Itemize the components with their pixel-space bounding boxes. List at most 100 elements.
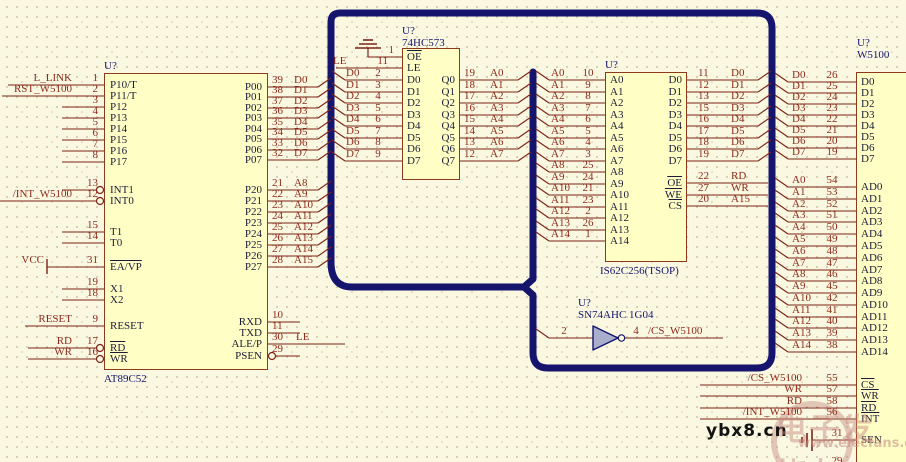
active-low-bubble <box>95 354 105 364</box>
net-label: A8 <box>792 268 806 280</box>
pin-name: AD3 <box>861 216 883 228</box>
pin-number: 34 <box>272 126 283 138</box>
pin-number: 5 <box>375 102 381 114</box>
pin-number: 30 <box>272 331 283 343</box>
pin-number: 23 <box>826 102 838 114</box>
pin-number: 27 <box>272 243 283 255</box>
net-label: RESET <box>38 313 72 325</box>
pin-number: 18 <box>464 79 475 91</box>
pin-name: D7 <box>861 153 875 165</box>
active-low-bubble <box>267 351 277 361</box>
net-label: A4 <box>490 113 504 125</box>
net-label: /CS_W5100 <box>648 325 703 337</box>
pin-name: P10/T <box>110 79 137 91</box>
pin-number: 57 <box>826 383 838 395</box>
pin-number: 4 <box>375 90 381 102</box>
watermark-url: www.elecfans.com <box>798 436 906 451</box>
pin-number: 6 <box>375 113 381 125</box>
net-label: A10 <box>792 292 811 304</box>
net-label: D4 <box>346 113 360 125</box>
net-label: A6 <box>792 245 806 257</box>
pin-number: 7 <box>375 125 381 137</box>
pin-number: 23 <box>272 199 283 211</box>
bus-entry <box>317 246 332 257</box>
net-label: D1 <box>294 84 308 96</box>
pin-number: 13 <box>698 90 709 102</box>
net-label: A5 <box>792 233 806 245</box>
pin-name: A1 <box>610 86 624 98</box>
net-label: A7 <box>551 148 565 160</box>
net-label: D3 <box>294 105 308 117</box>
pin-name: AD13 <box>861 334 888 346</box>
pin-number: 3 <box>375 79 381 91</box>
pin-name: P13 <box>110 112 128 124</box>
pin-number: 5 <box>585 125 591 137</box>
pin-name: D5 <box>407 132 421 144</box>
net-label: RD <box>731 170 747 182</box>
bus-entry <box>317 140 332 151</box>
bus-entry <box>774 295 789 306</box>
pin-number: 26 <box>826 69 838 81</box>
net-label: A13 <box>792 327 811 339</box>
pin-name: AD4 <box>861 228 883 240</box>
pin-number: 7 <box>585 102 591 114</box>
net-label: D1 <box>731 79 745 91</box>
pin-number: 2 <box>561 325 567 337</box>
pin-name: P21 <box>244 195 262 207</box>
pin-name: RD <box>861 402 877 414</box>
watermark-logo-ring <box>771 401 853 462</box>
pin-number: 4 <box>92 105 99 117</box>
net-label: WR <box>784 383 802 395</box>
net-label: A1 <box>490 79 504 91</box>
bus-entry <box>331 105 346 116</box>
pin-name: AD5 <box>861 240 883 252</box>
pin-number: 11 <box>272 320 283 332</box>
net-label: D5 <box>294 126 308 138</box>
net-label: D5 <box>731 125 745 137</box>
pin-name: A6 <box>610 143 624 155</box>
pin-name: P15 <box>110 134 128 146</box>
pin-name: A14 <box>610 235 629 247</box>
pin-number: 38 <box>272 84 283 96</box>
bus-entry <box>317 235 332 246</box>
pin-name: A11 <box>610 201 629 213</box>
pin-name: D2 <box>668 97 682 109</box>
bus-entry <box>535 139 550 150</box>
bus-entry <box>331 139 346 150</box>
net-label: D4 <box>792 113 806 125</box>
pin-number: 18 <box>87 287 98 299</box>
pin-number: 3 <box>585 148 591 160</box>
bus-entry <box>331 82 346 93</box>
pin-number: 2 <box>585 205 591 217</box>
chip-74hc573-name: 74HC573 <box>402 37 445 49</box>
pin-number: 41 <box>826 304 838 316</box>
bus-entry <box>774 260 789 271</box>
net-label: D2 <box>346 90 360 102</box>
net-label: A2 <box>792 198 806 210</box>
pin-number: 51 <box>826 209 838 221</box>
bus-entry <box>535 231 550 242</box>
net-label: D1 <box>792 80 806 92</box>
pin-number: 21 <box>582 182 594 194</box>
bus-entry <box>535 116 550 127</box>
net-label: D0 <box>294 74 308 86</box>
bus-entry <box>774 212 789 223</box>
net-label: A13 <box>294 232 313 244</box>
inverter-name: SN74AHC 1G04 <box>578 309 654 321</box>
pin-number: 46 <box>826 268 838 280</box>
pin-number: 8 <box>375 136 381 148</box>
pin-number: 1 <box>92 72 99 84</box>
bus-entry <box>317 213 332 224</box>
pin-name: D0 <box>407 74 421 86</box>
pin-number: 13 <box>87 177 98 189</box>
pin-number: 26 <box>272 232 283 244</box>
pin-number: 56 <box>826 406 838 418</box>
pin-name: INT0 <box>110 195 134 207</box>
pin-number: 20 <box>826 135 838 147</box>
net-label: A5 <box>490 125 504 137</box>
bus-entry <box>535 328 550 339</box>
bus-segment-0 <box>336 9 776 372</box>
pin-name: Q5 <box>441 132 455 144</box>
pin-name: D4 <box>861 120 875 132</box>
pin-name: AD10 <box>861 299 888 311</box>
